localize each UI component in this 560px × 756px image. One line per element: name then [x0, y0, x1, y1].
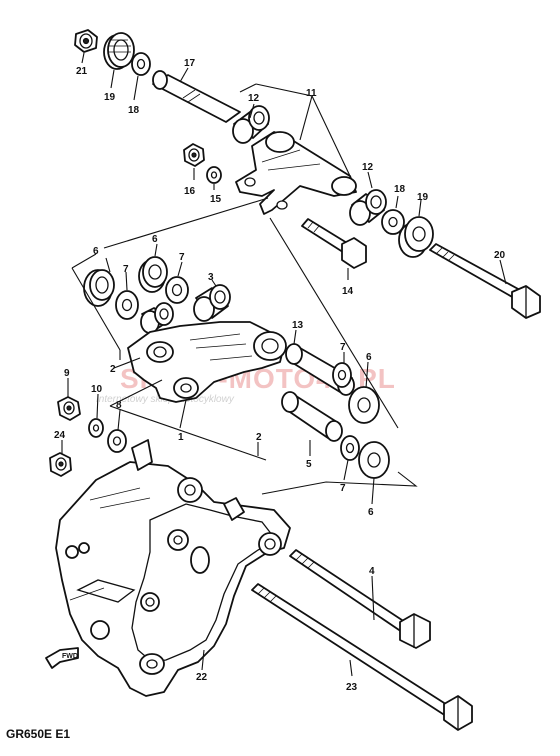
- part-label-7: 7: [123, 264, 129, 275]
- part-label-6: 6: [93, 246, 99, 257]
- nut-24: [49, 452, 72, 477]
- rocker-arm-1: [127, 321, 287, 403]
- fwd-arrow-icon: FWD: [45, 647, 79, 669]
- seal-6-right-top: [348, 386, 380, 424]
- sleeve-12-top: [232, 105, 270, 144]
- part-label-11: 11: [306, 88, 317, 99]
- washer-7-right-top: [332, 362, 352, 388]
- part-label-14: 14: [342, 286, 354, 297]
- bracket-11: [235, 131, 357, 215]
- part-label-2: 2: [110, 364, 116, 375]
- part-label-17: 17: [184, 58, 196, 69]
- part-label-8: 8: [116, 400, 122, 411]
- leader-lines: [61, 52, 507, 677]
- bearing-left: [140, 302, 174, 334]
- seal-6-left: [83, 269, 115, 307]
- part-label-12: 12: [248, 93, 260, 104]
- nut-9: [57, 396, 81, 421]
- washer-18-right: [381, 209, 405, 235]
- part-label-19: 19: [104, 92, 116, 103]
- washer-7-right-bottom: [340, 435, 360, 461]
- part-label-24: 24: [54, 430, 66, 441]
- sleeve-5: [281, 391, 343, 442]
- shaft-17: [152, 70, 241, 123]
- part-label-13: 13: [292, 320, 304, 331]
- part-label-7-c: 7: [340, 342, 346, 353]
- part-label-7-d: 7: [340, 483, 346, 494]
- seal-6-right-bottom: [358, 441, 390, 479]
- part-number-labels: 21 19 18 17 12 11 12 16 15 18 19 20 14 6…: [54, 58, 506, 693]
- part-label-9: 9: [64, 368, 70, 379]
- washer-18-top: [131, 52, 151, 76]
- part-label-23: 23: [346, 682, 358, 693]
- part-label-6-b: 6: [152, 234, 158, 245]
- part-label-19-right: 19: [417, 192, 429, 203]
- washer-8: [107, 429, 127, 453]
- part-label-10: 10: [91, 384, 103, 395]
- washer-10: [88, 418, 104, 438]
- part-label-1: 1: [178, 432, 184, 443]
- part-label-18: 18: [128, 105, 140, 116]
- sleeve-12-right: [349, 189, 387, 226]
- washer-7-left: [115, 290, 139, 320]
- part-label-7-b: 7: [179, 252, 185, 263]
- part-label-6-d: 6: [368, 507, 374, 518]
- part-label-12-right: 12: [362, 162, 374, 173]
- part-label-4: 4: [369, 566, 375, 577]
- washer-15: [206, 166, 222, 184]
- part-label-18-right: 18: [394, 184, 406, 195]
- bolt-23: [251, 583, 473, 731]
- bolt-20: [429, 243, 541, 319]
- washer-7-left-2: [165, 276, 189, 304]
- part-label-15: 15: [210, 194, 222, 205]
- part-label-6-c: 6: [366, 352, 372, 363]
- fwd-label: FWD: [62, 653, 78, 660]
- sleeve-3: [193, 284, 231, 322]
- part-label-16: 16: [184, 186, 196, 197]
- part-label-22: 22: [196, 672, 208, 683]
- frame-bracket-22: [55, 439, 291, 697]
- nut-16: [183, 143, 205, 167]
- part-label-21: 21: [76, 66, 88, 77]
- part-label-5: 5: [306, 459, 312, 470]
- bearing-19-top: [103, 32, 135, 70]
- bearing-19-right: [398, 216, 434, 258]
- diagram-code: GR650E E1: [6, 727, 70, 741]
- part-label-20: 20: [494, 250, 506, 261]
- bolt-14: [301, 218, 367, 269]
- seal-6-left-2: [138, 256, 168, 293]
- bolt-4: [289, 549, 431, 649]
- part-label-3: 3: [208, 272, 214, 283]
- part-label-2-b: 2: [256, 432, 262, 443]
- nut-21: [74, 29, 98, 53]
